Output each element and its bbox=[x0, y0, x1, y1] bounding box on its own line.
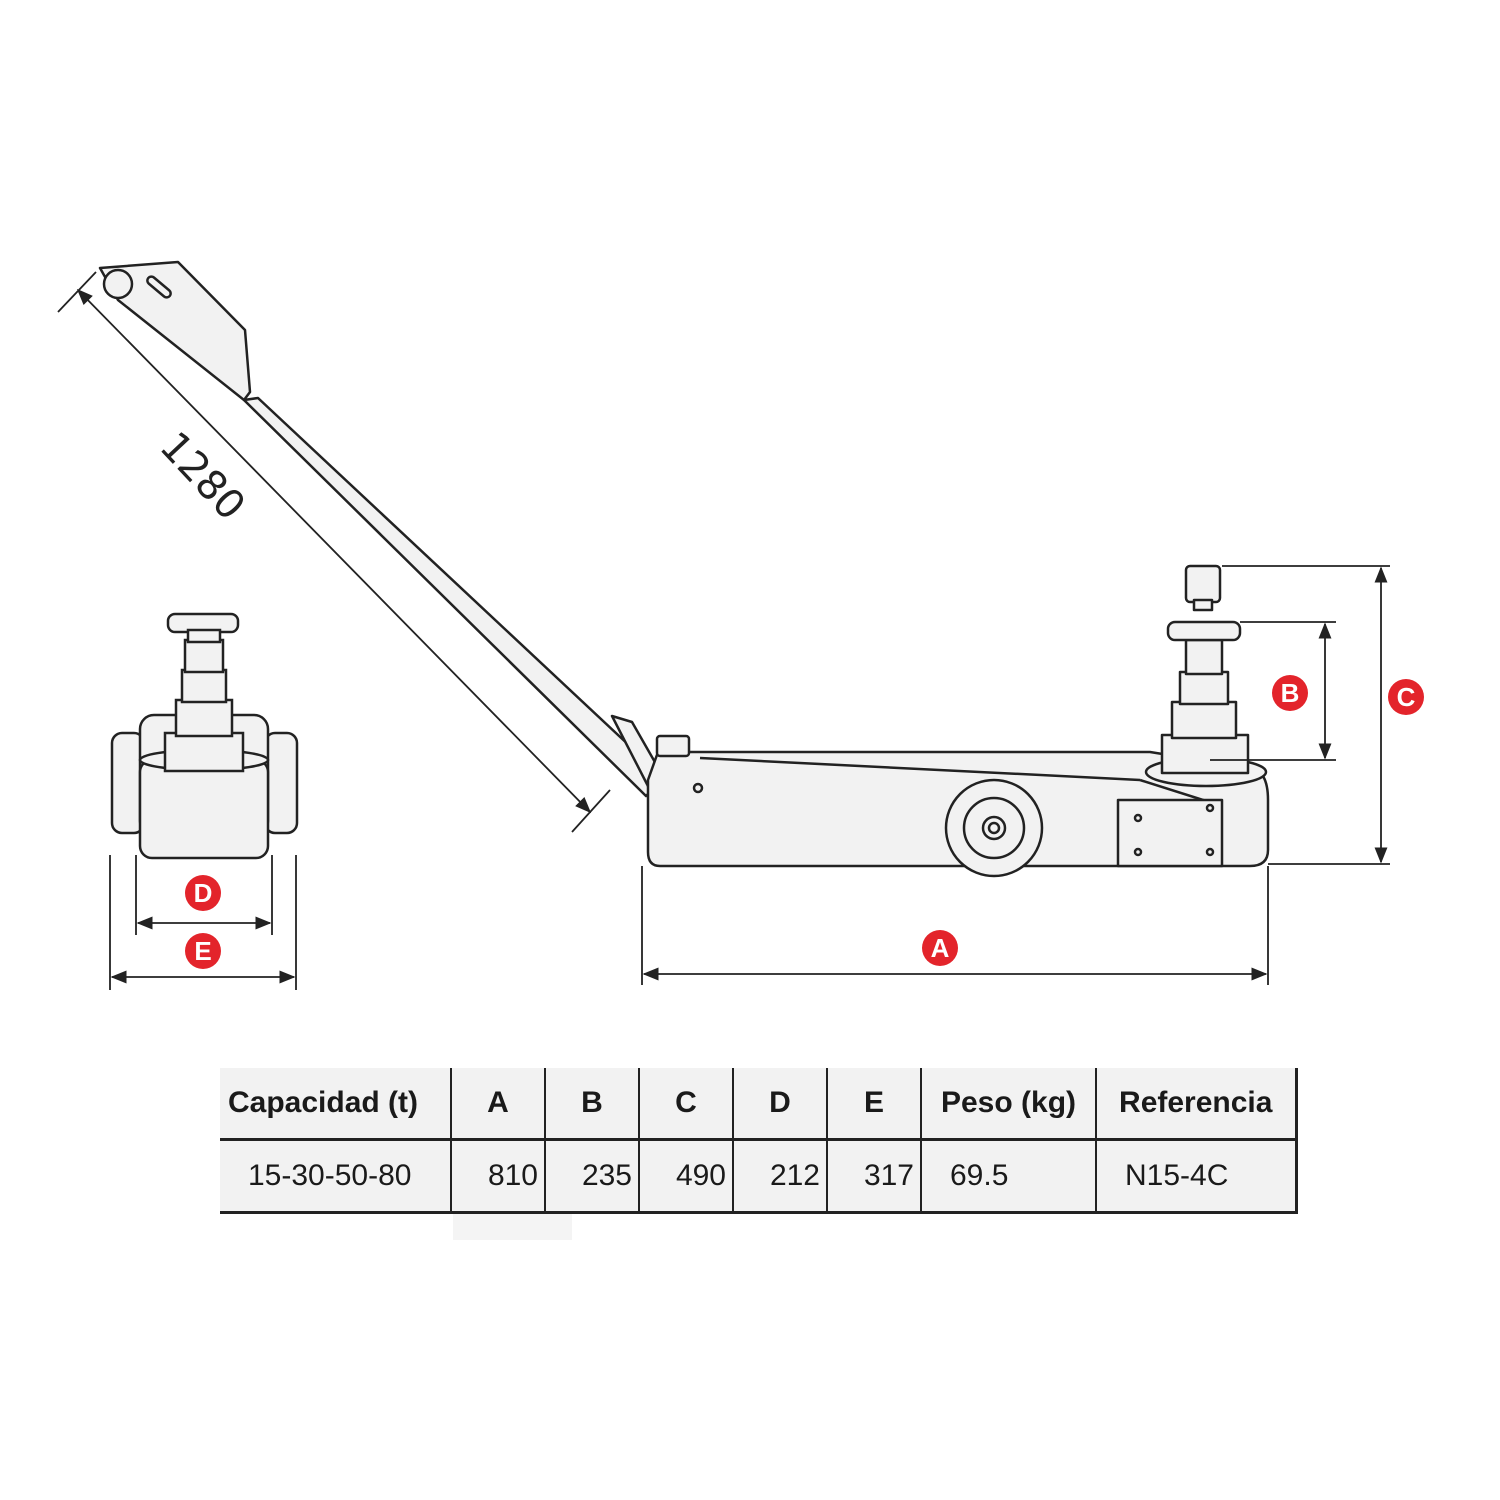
svg-text:E: E bbox=[194, 936, 211, 966]
ram-stage-2 bbox=[1170, 700, 1238, 740]
front-ram-stage-2 bbox=[174, 698, 234, 738]
front-ram-stage-4 bbox=[183, 638, 225, 674]
cell-e: 317 bbox=[827, 1139, 922, 1214]
header-b: B bbox=[545, 1068, 640, 1141]
svg-text:D: D bbox=[194, 878, 213, 908]
marker-A: A bbox=[922, 930, 958, 966]
header-d: D bbox=[733, 1068, 828, 1141]
ram-stage-4 bbox=[1184, 638, 1224, 676]
header-referencia: Referencia bbox=[1096, 1068, 1298, 1141]
table-header-row: Capacidad (t) A B C D E Peso (kg) Refere… bbox=[220, 1068, 1298, 1141]
header-peso: Peso (kg) bbox=[921, 1068, 1097, 1141]
header-a: A bbox=[451, 1068, 546, 1141]
front-base-cylinder bbox=[138, 758, 270, 860]
handle-end-knob bbox=[102, 268, 134, 300]
marker-C: C bbox=[1388, 679, 1424, 715]
svg-text:C: C bbox=[1397, 682, 1416, 712]
ram-stage-3 bbox=[1178, 670, 1230, 706]
svg-text:A: A bbox=[931, 933, 950, 963]
table-row: 15-30-50-80 810 235 490 212 317 69.5 N15… bbox=[220, 1139, 1298, 1214]
front-ram-stage-1 bbox=[163, 731, 245, 773]
ram-extension bbox=[1184, 564, 1222, 604]
svg-text:B: B bbox=[1281, 678, 1300, 708]
spec-table: Capacidad (t) A B C D E Peso (kg) Refere… bbox=[220, 1068, 1298, 1214]
marker-B: B bbox=[1272, 675, 1308, 711]
handle-length-label: 1280 bbox=[151, 423, 254, 529]
table-shadow-tab bbox=[453, 1214, 572, 1240]
tank-cap bbox=[655, 734, 691, 758]
header-c: C bbox=[639, 1068, 734, 1141]
cell-d: 212 bbox=[733, 1139, 828, 1214]
cell-peso: 69.5 bbox=[921, 1139, 1097, 1214]
header-e: E bbox=[827, 1068, 922, 1141]
cell-referencia: N15-4C bbox=[1096, 1139, 1298, 1214]
cell-a: 810 bbox=[451, 1139, 546, 1214]
front-dimension-lines bbox=[109, 855, 297, 990]
cell-c: 490 bbox=[639, 1139, 734, 1214]
front-right-wheel bbox=[263, 731, 299, 835]
front-ram-stage-3 bbox=[180, 668, 228, 704]
ram-saddle bbox=[1166, 620, 1242, 642]
cell-b: 235 bbox=[545, 1139, 640, 1214]
handle-bar bbox=[242, 396, 666, 798]
cell-capacidad: 15-30-50-80 bbox=[220, 1139, 452, 1214]
ram-stage-1 bbox=[1160, 733, 1250, 775]
side-dimension-lines bbox=[57, 271, 1390, 985]
header-capacidad: Capacidad (t) bbox=[220, 1068, 452, 1141]
front-view bbox=[110, 612, 299, 860]
marker-E: E bbox=[185, 933, 221, 969]
marker-D: D bbox=[185, 875, 221, 911]
